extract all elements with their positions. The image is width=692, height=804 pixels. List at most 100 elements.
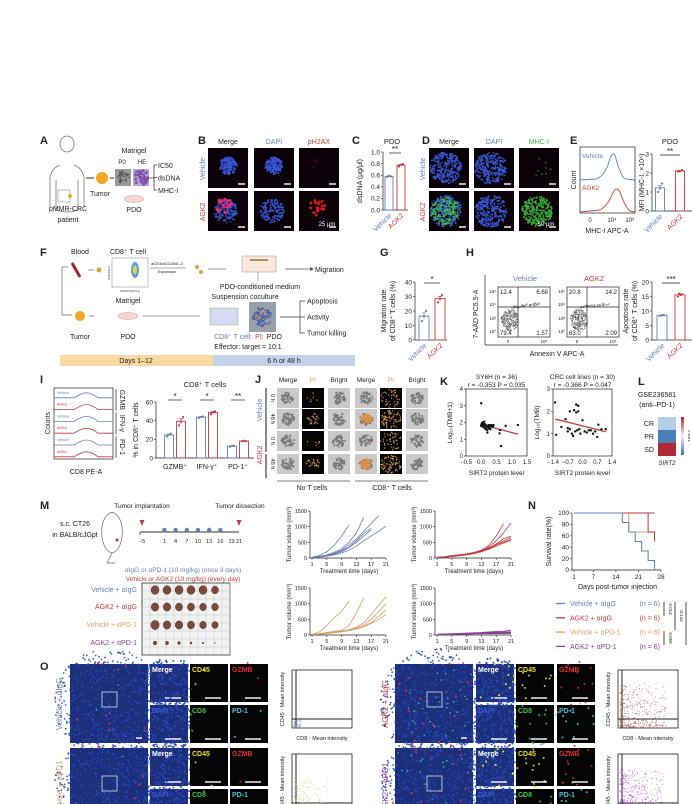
signal-spot bbox=[450, 152, 452, 155]
signal-spot bbox=[478, 175, 481, 178]
signal-spot bbox=[480, 178, 483, 181]
signal-spot bbox=[308, 465, 310, 467]
data-point bbox=[489, 428, 492, 431]
signal-spot bbox=[495, 205, 498, 208]
signal-spot bbox=[277, 172, 280, 175]
signal-spot bbox=[454, 160, 457, 163]
signal-spot bbox=[313, 165, 315, 168]
signal-spot bbox=[476, 175, 478, 177]
signal-spot bbox=[266, 162, 269, 165]
signal-spot bbox=[217, 215, 220, 218]
signal-spot bbox=[386, 426, 388, 429]
signal-spot bbox=[274, 206, 277, 209]
signal-spot bbox=[368, 415, 371, 419]
signal-spot bbox=[525, 209, 528, 212]
event-point bbox=[570, 318, 572, 320]
event-point bbox=[534, 303, 536, 306]
data-point bbox=[597, 423, 600, 426]
signal-spot bbox=[481, 205, 484, 208]
signal-spot bbox=[79, 707, 81, 710]
signal-spot bbox=[521, 209, 523, 211]
tumor-growth-chart bbox=[433, 587, 512, 637]
signal-spot bbox=[501, 157, 504, 160]
signal-spot bbox=[491, 202, 494, 205]
signal-spot bbox=[360, 443, 363, 446]
signal-spot bbox=[441, 210, 443, 213]
signal-spot bbox=[505, 208, 508, 211]
signal-spot bbox=[501, 218, 504, 221]
signal-spot bbox=[221, 163, 224, 166]
signal-spot bbox=[266, 219, 268, 222]
signal-spot bbox=[442, 213, 445, 216]
signal-spot bbox=[267, 213, 269, 216]
signal-spot bbox=[233, 171, 236, 174]
signal-spot bbox=[531, 197, 534, 200]
signal-spot bbox=[367, 398, 370, 401]
event-point bbox=[577, 324, 579, 326]
signal-spot bbox=[477, 167, 480, 170]
micrograph-B bbox=[208, 148, 248, 188]
signal-spot bbox=[286, 444, 289, 447]
signal-spot bbox=[493, 202, 496, 205]
signal-spot bbox=[432, 199, 435, 202]
signal-spot bbox=[443, 164, 446, 167]
signal-spot bbox=[449, 154, 451, 157]
signal-spot bbox=[117, 734, 120, 736]
signal-spot bbox=[387, 410, 389, 412]
signal-spot bbox=[105, 693, 108, 696]
signal-spot bbox=[395, 421, 398, 423]
signal-spot bbox=[223, 160, 226, 163]
signal-spot bbox=[501, 201, 503, 204]
signal-spot bbox=[497, 166, 499, 169]
signal-spot bbox=[381, 467, 383, 469]
signal-spot bbox=[265, 160, 268, 163]
signal-spot bbox=[435, 207, 438, 209]
signal-spot bbox=[335, 444, 338, 447]
signal-spot bbox=[385, 392, 387, 394]
signal-spot bbox=[484, 156, 487, 159]
signal-spot bbox=[481, 221, 484, 223]
signal-spot bbox=[273, 217, 276, 220]
signal-spot bbox=[339, 399, 342, 402]
signal-spot bbox=[122, 687, 125, 690]
signal-spot bbox=[384, 391, 386, 394]
signal-spot bbox=[386, 419, 388, 422]
signal-spot bbox=[481, 166, 484, 169]
signal-spot bbox=[109, 651, 112, 654]
signal-spot bbox=[385, 462, 387, 465]
signal-spot bbox=[335, 440, 338, 443]
signal-spot bbox=[337, 400, 340, 403]
signal-spot bbox=[385, 400, 387, 403]
signal-spot bbox=[227, 209, 230, 212]
signal-spot bbox=[458, 207, 461, 210]
signal-spot bbox=[233, 167, 236, 170]
j-image bbox=[380, 409, 402, 429]
heatmap-cell bbox=[658, 443, 676, 456]
signal-spot bbox=[483, 181, 486, 184]
signal-spot bbox=[457, 175, 460, 178]
signal-spot bbox=[434, 158, 437, 160]
signal-spot bbox=[447, 178, 450, 181]
data-point bbox=[199, 415, 203, 419]
signal-spot bbox=[486, 175, 489, 178]
signal-spot bbox=[439, 209, 442, 212]
event-point bbox=[514, 313, 516, 316]
signal-spot bbox=[223, 208, 226, 211]
signal-spot bbox=[449, 217, 452, 220]
data-point bbox=[438, 297, 442, 300]
signal-spot bbox=[398, 467, 401, 470]
signal-spot bbox=[364, 439, 367, 442]
signal-spot bbox=[449, 179, 452, 182]
signal-spot bbox=[272, 156, 275, 159]
signal-spot bbox=[442, 177, 445, 179]
signal-spot bbox=[282, 421, 285, 424]
data-point bbox=[440, 293, 444, 297]
signal-spot bbox=[443, 222, 446, 225]
signal-spot bbox=[495, 171, 498, 174]
signal-spot bbox=[266, 314, 270, 317]
event-point bbox=[510, 309, 513, 312]
signal-spot bbox=[540, 209, 543, 211]
signal-spot bbox=[481, 208, 483, 211]
signal-spot bbox=[485, 222, 488, 225]
signal-spot bbox=[318, 441, 321, 443]
